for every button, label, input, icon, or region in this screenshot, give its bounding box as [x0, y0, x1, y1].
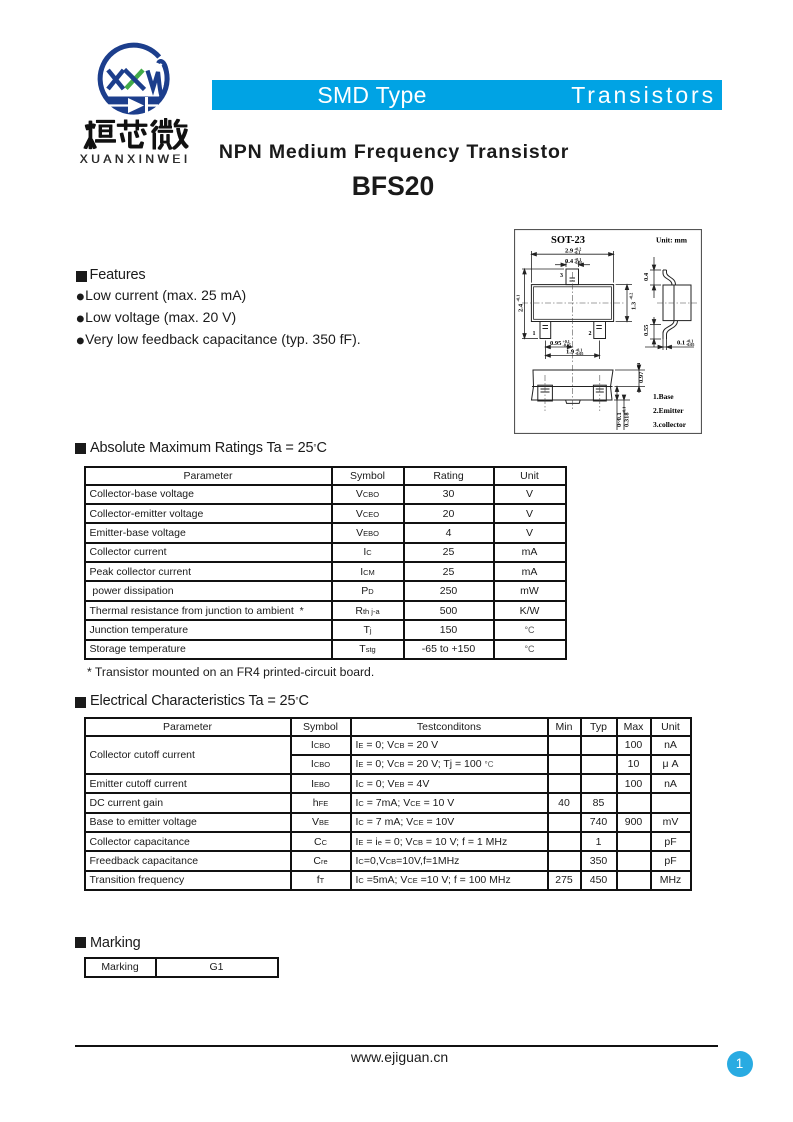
svg-text:2: 2 — [589, 331, 592, 337]
svg-text:-0.05: -0.05 — [574, 260, 582, 265]
svg-text:+0.1: +0.1 — [574, 257, 581, 262]
svg-text:-0.1: -0.1 — [574, 250, 580, 255]
svg-text:3.collector: 3.collector — [653, 420, 687, 429]
svg-text:2.4: 2.4 — [518, 303, 525, 312]
svg-text:1: 1 — [533, 331, 536, 337]
svg-text:0.97: 0.97 — [638, 371, 645, 383]
svg-text:-0.05: -0.05 — [686, 342, 694, 347]
svg-text:Unit: mm: Unit: mm — [656, 236, 688, 245]
svg-text:+0.2: +0.2 — [574, 247, 581, 252]
svg-text:+0.1: +0.1 — [636, 363, 641, 370]
svg-text:0.318: 0.318 — [624, 412, 631, 427]
svg-text:0.55: 0.55 — [643, 324, 650, 336]
svg-text:+0.1: +0.1 — [563, 339, 570, 344]
svg-text:2.9: 2.9 — [565, 248, 574, 255]
svg-text:1.3: 1.3 — [631, 301, 638, 310]
svg-text:-0.05: -0.05 — [563, 342, 571, 347]
svg-text:3: 3 — [560, 273, 563, 279]
svg-text:+0.1: +0.1 — [575, 348, 582, 353]
svg-text:+0.1: +0.1 — [621, 407, 626, 414]
svg-text:0.4: 0.4 — [643, 272, 650, 281]
svg-text:0~0.1: 0~0.1 — [616, 412, 623, 427]
svg-text:0.4: 0.4 — [565, 258, 574, 265]
svg-text:0.95: 0.95 — [550, 340, 562, 347]
svg-text:1.9: 1.9 — [566, 349, 575, 356]
svg-text:SOT-23: SOT-23 — [551, 235, 585, 246]
svg-text:0.1: 0.1 — [677, 340, 685, 347]
svg-text:2.Emitter: 2.Emitter — [653, 406, 684, 415]
svg-text:1.Base: 1.Base — [653, 392, 674, 401]
svg-text:+0.1: +0.1 — [686, 339, 693, 344]
svg-text:+0.2: +0.2 — [628, 293, 633, 300]
svg-text:+0.1: +0.1 — [515, 295, 520, 302]
svg-text:-0.05: -0.05 — [575, 351, 583, 356]
